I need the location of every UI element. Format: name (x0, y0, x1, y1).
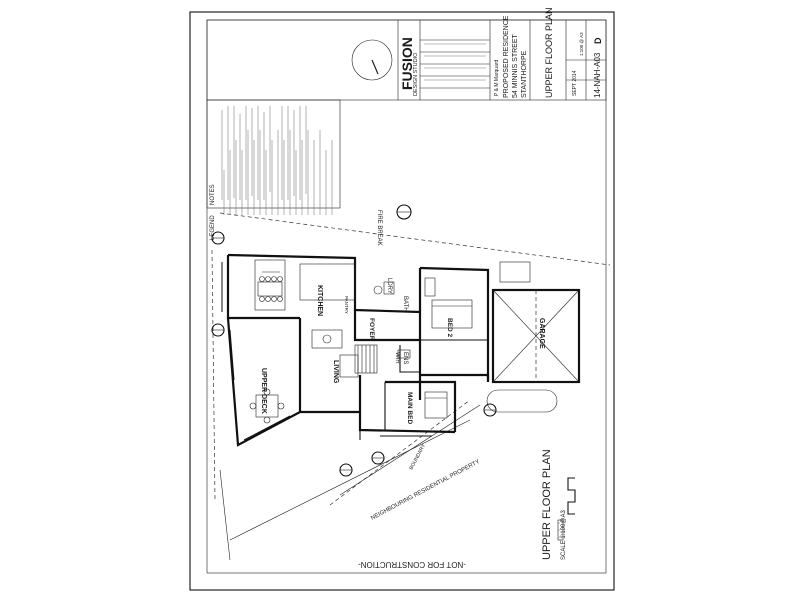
boundary-label: BOUNDARY (408, 443, 427, 471)
title-block: FUSION DESIGN STUDIO P & M Marquard PROP… (206, 7, 607, 101)
room-bed-2: BED 2 (446, 318, 453, 338)
room-bath: BATH (402, 296, 408, 312)
deck-table (249, 388, 285, 424)
notes-heading: NOTES (210, 184, 216, 205)
main-bed-bed (424, 391, 448, 419)
revision-letter: D (593, 37, 603, 44)
site-boundary (211, 212, 611, 561)
concrete-slab (499, 261, 531, 283)
not-for-construction: -NOT FOR CONSTRUCTION- (358, 560, 466, 569)
room-pantry: PANTRY (344, 296, 349, 314)
room-foyer: FOYER (368, 318, 375, 341)
plan-scale: SCALE 1:100@A3 (561, 510, 567, 560)
address-line2: STANTHORPE (521, 50, 528, 98)
scale-bar (557, 477, 576, 541)
fire-break-label: FIRE BREAK (376, 210, 382, 246)
garage (491, 288, 581, 384)
bed-2-bed (431, 299, 473, 329)
legend-block: LEGEND (210, 130, 333, 240)
notes-block: NOTES (206, 99, 341, 209)
stairs (354, 344, 378, 374)
dining-table (257, 276, 283, 302)
project-name: PROPOSED RESIDENCE (503, 15, 510, 98)
drawing-title: UPPER FLOOR PLAN (544, 7, 554, 98)
legend-heading: LEGEND (210, 215, 216, 240)
company-logo: FUSION (399, 37, 415, 90)
room-laundry: LDRY (386, 278, 392, 294)
room-garage: GARAGE (538, 318, 545, 349)
water-tank (486, 389, 558, 413)
room-ens: ENS (402, 352, 408, 364)
neighbouring-label: NEIGHBOURING RESIDENTIAL PROPERTY (370, 459, 481, 522)
company-sub: DESIGN STUDIO (413, 52, 419, 96)
drawing-number: 14-NAH-A03 (593, 52, 602, 98)
section-markers (211, 204, 497, 477)
address-line1: 54 MINNIS STREET (512, 33, 519, 98)
room-wir: WIR (394, 352, 400, 364)
room-living: LIVING (332, 360, 339, 384)
room-kitchen: KITCHEN (316, 285, 323, 316)
room-main-bed: MAIN BED (406, 392, 413, 424)
north-point-icon (351, 39, 393, 81)
plan-title: UPPER FLOOR PLAN (541, 449, 553, 560)
sheet-border (189, 11, 615, 591)
client-name: P & M Marquard (494, 59, 500, 96)
drawing-scale: 1:100 @ A3 (579, 32, 584, 56)
building-walls (226, 253, 490, 447)
drawing-date: SEPT 2014 (572, 70, 578, 96)
window-marks (221, 262, 448, 441)
room-upper-deck: UPPER DECK (260, 368, 267, 414)
